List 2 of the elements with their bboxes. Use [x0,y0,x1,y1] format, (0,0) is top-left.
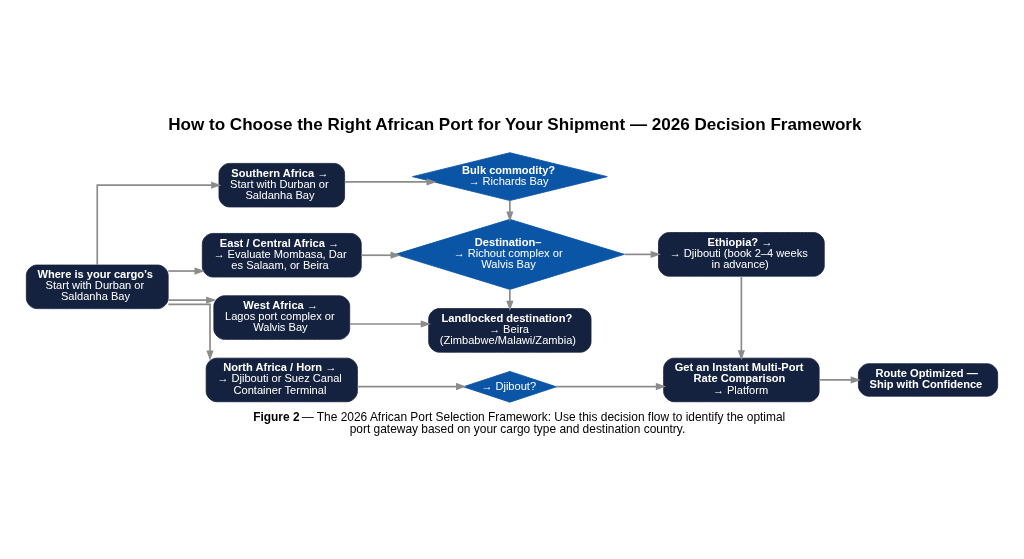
caption: Figure 2 — The 2026 African Port Selection Framework: Use this decision flow to identify the optimal port gateway based on your cargo type and destination country. [253,409,786,436]
diagram-title: How to Choose the Right African Port for Your Shipment — 2026 Decision Framework [168,114,862,134]
